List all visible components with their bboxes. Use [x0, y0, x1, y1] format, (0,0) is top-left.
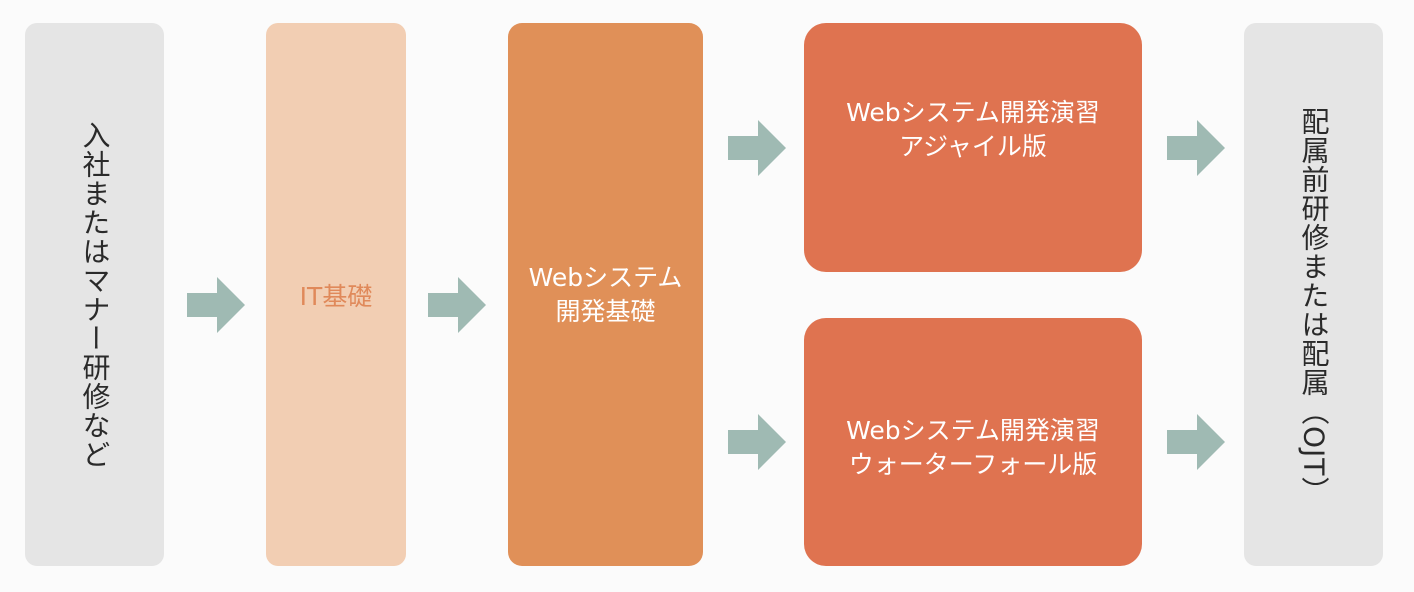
- stage-waterfall-box: Webシステム開発演習 ウォーターフォール版: [804, 318, 1142, 566]
- arrow-right-icon: [1167, 414, 1225, 470]
- stage-waterfall-line1: Webシステム開発演習: [846, 416, 1100, 446]
- arrow-right-icon: [728, 414, 786, 470]
- stage-waterfall-line2: ウォーターフォール版: [848, 450, 1098, 479]
- stage-agile-line1: Webシステム開発演習: [846, 97, 1100, 127]
- stage-end-paren: （OJT）: [1297, 397, 1331, 506]
- stage-agile-label: Webシステム開発演習 アジャイル版: [846, 96, 1100, 164]
- stage-web-basics-line2: 開発基礎: [555, 296, 656, 326]
- stage-agile-box: Webシステム開発演習 アジャイル版: [804, 23, 1142, 272]
- arrow-right-icon: [428, 277, 486, 333]
- stage-web-basics-label: Webシステム 開発基礎: [529, 261, 683, 329]
- arrow-right-icon: [187, 277, 245, 333]
- stage-end-box: 配属前研修または配属（OJT）: [1244, 23, 1383, 566]
- stage-it-label: IT基礎: [299, 281, 373, 311]
- arrow-right-icon: [728, 120, 786, 176]
- stage-waterfall-label: Webシステム開発演習 ウォーターフォール版: [846, 414, 1100, 482]
- stage-start-box: 入社またはマナー研修など: [25, 23, 164, 566]
- arrow-right-icon: [1167, 120, 1225, 176]
- stage-agile-line2: アジャイル版: [899, 131, 1047, 161]
- stage-start-label: 入社またはマナー研修など: [78, 120, 112, 469]
- stage-it-box: IT基礎: [266, 23, 406, 566]
- stage-web-basics-line1: Webシステム: [528, 262, 683, 292]
- stage-end-label: 配属前研修または配属（OJT）: [1297, 107, 1331, 506]
- stage-web-basics-box: Webシステム 開発基礎: [508, 23, 703, 566]
- stage-start-text: 入社またはマナー研修など: [78, 120, 112, 469]
- stage-end-text: 配属前研修または配属: [1297, 107, 1331, 397]
